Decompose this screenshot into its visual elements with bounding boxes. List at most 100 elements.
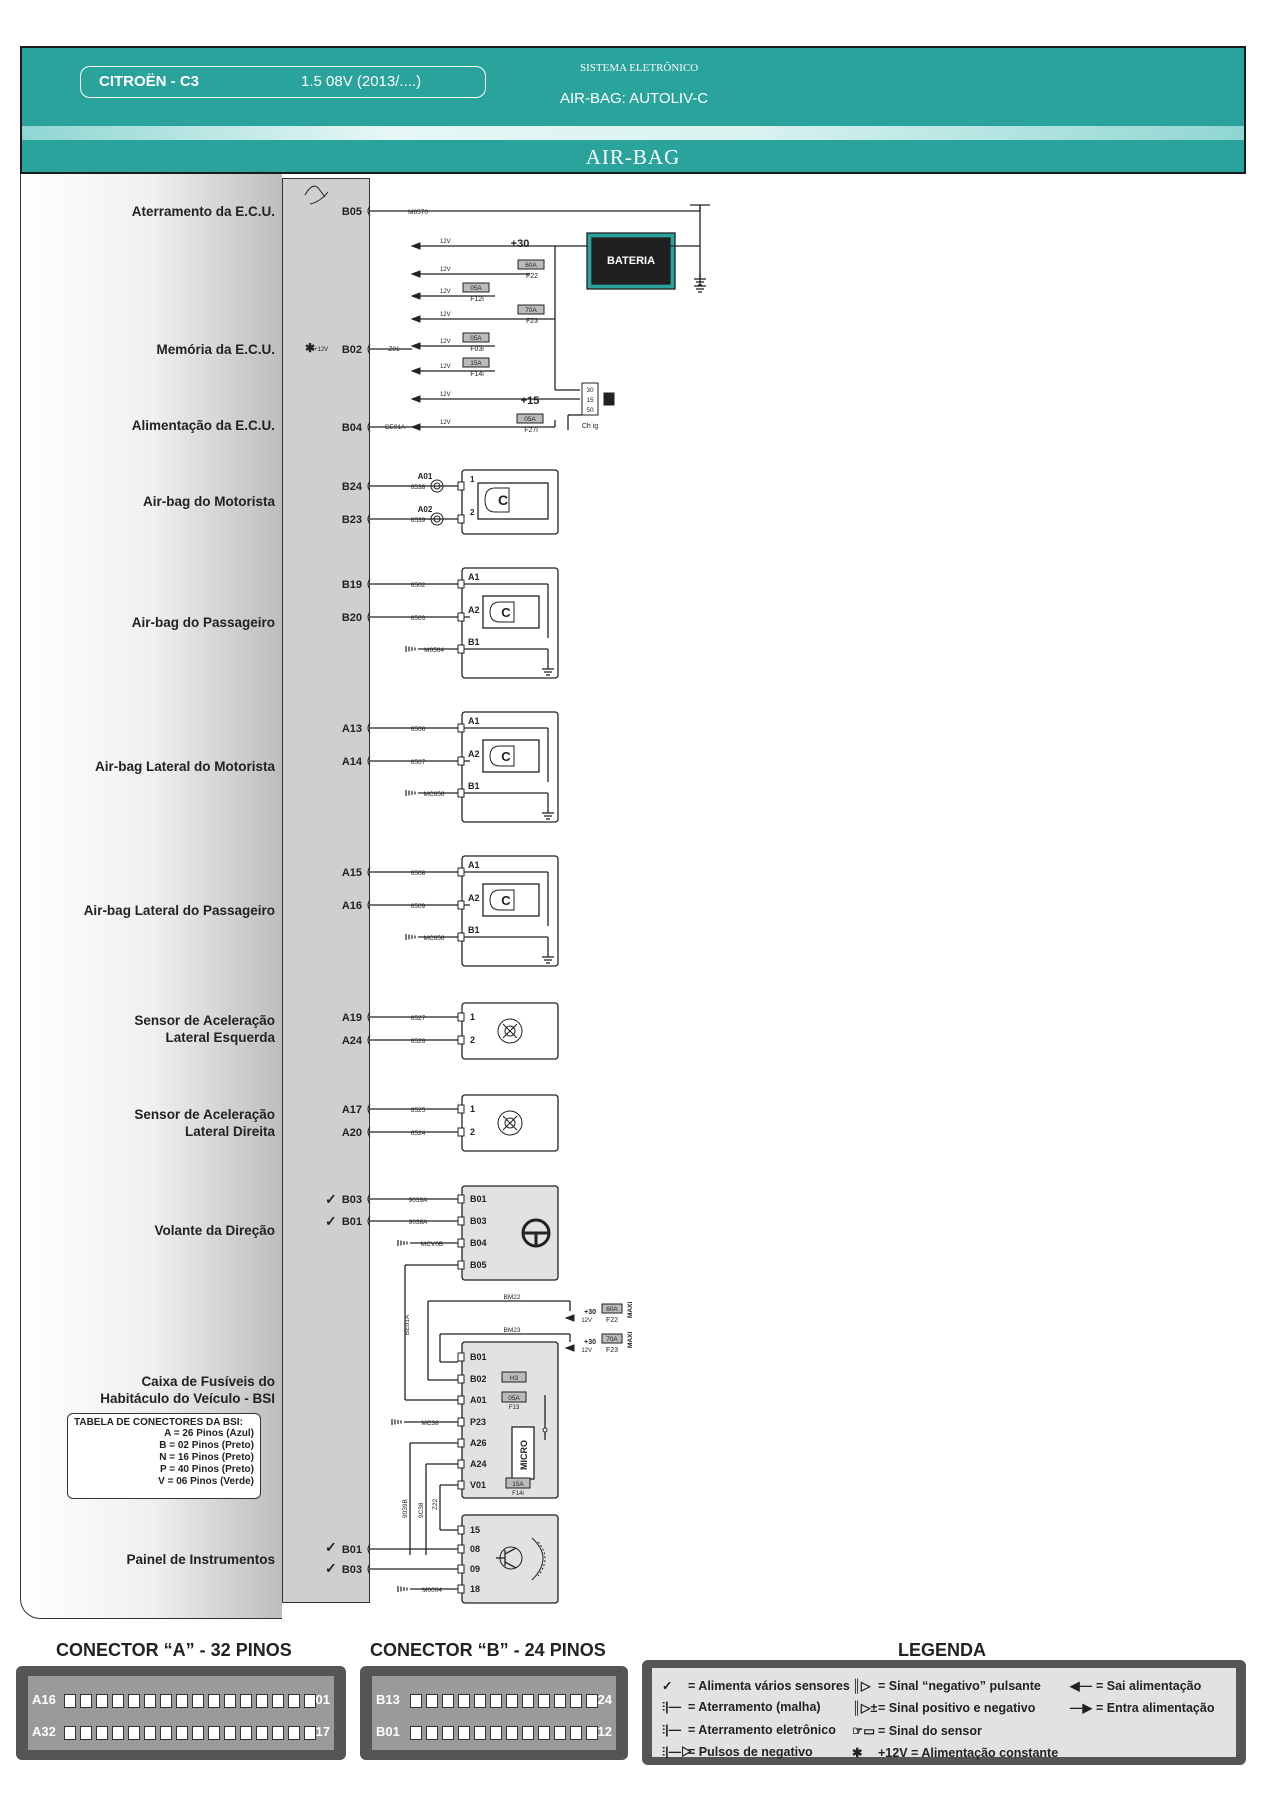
wire-code: BE01A bbox=[404, 1314, 411, 1335]
connector-pin bbox=[208, 1726, 220, 1740]
ecu-connector-bar bbox=[282, 178, 370, 1603]
connector-pin bbox=[554, 1694, 566, 1708]
connector-pin bbox=[304, 1726, 316, 1740]
wire-code: 9039B bbox=[402, 1499, 409, 1518]
label-acc-sensor-left: Sensor de Aceleração Lateral Esquerda bbox=[134, 1013, 275, 1045]
clip-spring-icon bbox=[433, 515, 441, 523]
module-pin bbox=[457, 1480, 465, 1490]
ecu-pin-label: B04 bbox=[342, 422, 363, 434]
module-pin-label: B1 bbox=[468, 925, 480, 935]
connector-pin bbox=[570, 1726, 582, 1740]
legend-item: ✱+12V = Alimentação constante bbox=[852, 1745, 1058, 1760]
fuse-rating: 70A bbox=[525, 307, 537, 314]
legend-text: = Sinal “negativo” pulsante bbox=[878, 1679, 1041, 1693]
bsi-table-row: B = 02 Pinos (Preto) bbox=[159, 1440, 254, 1451]
squib-icon: C bbox=[498, 492, 508, 508]
connector-pin bbox=[256, 1726, 268, 1740]
connector-a-pin-row bbox=[64, 1694, 316, 1708]
module-pin-label: B04 bbox=[470, 1238, 487, 1248]
fuse-rating: 15A bbox=[512, 1481, 524, 1488]
connector-pin bbox=[506, 1726, 518, 1740]
module-pin-label: 1 bbox=[470, 1104, 475, 1114]
module-pin-label: A24 bbox=[470, 1459, 487, 1469]
ecu-pin-label: A17 bbox=[342, 1104, 362, 1116]
check-icon: ✓ bbox=[325, 1539, 337, 1555]
wire-code: 6507 bbox=[411, 759, 426, 766]
steering-wheel-module bbox=[461, 1185, 559, 1281]
module-pin-label: 2 bbox=[470, 1127, 475, 1137]
key-icon bbox=[603, 392, 615, 406]
wire-code: 9038A bbox=[409, 1219, 428, 1226]
module-pin-label: A2 bbox=[468, 893, 480, 903]
wire-code: 6527 bbox=[411, 1015, 426, 1022]
fuse-rating: 15A bbox=[470, 360, 482, 367]
connector-b-pin-row bbox=[410, 1694, 598, 1708]
bsi-connector-table: TABELA DE CONECTORES DA BSI: A = 26 Pino… bbox=[67, 1413, 261, 1499]
connector-a-title: CONECTOR “A” - 32 PINOS bbox=[56, 1640, 292, 1660]
pin-bracket bbox=[367, 578, 371, 590]
wire-code: BM22 bbox=[504, 1294, 521, 1301]
module-pin bbox=[457, 1438, 465, 1448]
connector-pin bbox=[474, 1694, 486, 1708]
module-pin bbox=[457, 1459, 465, 1469]
legend-box: ✓= Alimenta vários sensores ║▷= Sinal “n… bbox=[642, 1660, 1246, 1765]
module-pin bbox=[457, 1584, 465, 1594]
legend-item: ║▷= Sinal “negativo” pulsante bbox=[852, 1678, 1041, 1693]
module-pin bbox=[457, 1238, 465, 1248]
fuse-f23 bbox=[517, 304, 545, 315]
wire-code: 9039A bbox=[409, 1197, 428, 1204]
connector-pin bbox=[474, 1726, 486, 1740]
label-side-passenger-airbag: Air-bag Lateral do Passageiro bbox=[83, 903, 275, 918]
module-pin bbox=[457, 1525, 465, 1535]
connector-pin bbox=[144, 1726, 156, 1740]
connector-pin bbox=[426, 1694, 438, 1708]
squib-icon bbox=[489, 889, 515, 911]
connector-pin bbox=[458, 1726, 470, 1740]
label-steering-wheel: Volante da Direção bbox=[154, 1223, 275, 1238]
squib-icon: C bbox=[501, 749, 511, 764]
accel-sensor-icon bbox=[497, 1110, 523, 1136]
module-pin bbox=[457, 756, 465, 766]
squib-icon bbox=[484, 487, 510, 513]
pin-bracket bbox=[367, 899, 371, 911]
legend-title: LEGENDA bbox=[898, 1640, 987, 1660]
connector-b: B13 B24 B01 B12 bbox=[360, 1666, 628, 1760]
module-pin bbox=[457, 1352, 465, 1362]
wire-code: M6570 bbox=[408, 209, 428, 216]
connector-pin bbox=[64, 1694, 76, 1708]
component-label-panel bbox=[20, 174, 282, 1619]
connector-pin bbox=[240, 1694, 252, 1708]
v12-label: 12V bbox=[440, 289, 451, 295]
fuse-f14i bbox=[462, 357, 490, 368]
module-pin bbox=[457, 1035, 465, 1045]
legend-item: ⫶|—= Aterramento eletrônico bbox=[662, 1723, 836, 1738]
bsi-table-title: TABELA DE CONECTORES DA BSI: bbox=[74, 1417, 243, 1428]
wire-code: 6526 bbox=[411, 1038, 426, 1045]
plus15-label: +15 bbox=[521, 395, 540, 407]
module-pin-label: A1 bbox=[468, 572, 480, 582]
battery bbox=[591, 237, 671, 285]
check-icon: ✓ bbox=[662, 1679, 673, 1693]
arrow-left-icon bbox=[410, 315, 421, 323]
connector-pin bbox=[224, 1726, 236, 1740]
connector-pin bbox=[128, 1694, 140, 1708]
connector-pin bbox=[176, 1726, 188, 1740]
legend-text: = Sinal positivo e negativo bbox=[878, 1701, 1036, 1715]
connector-pin bbox=[128, 1726, 140, 1740]
transistor-icon bbox=[504, 1561, 517, 1569]
connector-pin bbox=[410, 1726, 422, 1740]
module-pin bbox=[457, 579, 465, 589]
connector-pin bbox=[586, 1694, 598, 1708]
wire-code: 6503 bbox=[411, 615, 426, 622]
plus30-label: +30 bbox=[511, 238, 530, 250]
fuse-name: F13 bbox=[509, 1405, 520, 1411]
connector-pin bbox=[586, 1726, 598, 1740]
module-pin-label: A2 bbox=[468, 749, 480, 759]
module-pin bbox=[457, 1417, 465, 1427]
pin-bracket bbox=[367, 1034, 371, 1046]
occupant-icon bbox=[304, 185, 329, 205]
wire-code: BM23 bbox=[504, 1327, 521, 1334]
connector-pin bbox=[256, 1694, 268, 1708]
connector-a-label: A16 bbox=[32, 1692, 56, 1707]
